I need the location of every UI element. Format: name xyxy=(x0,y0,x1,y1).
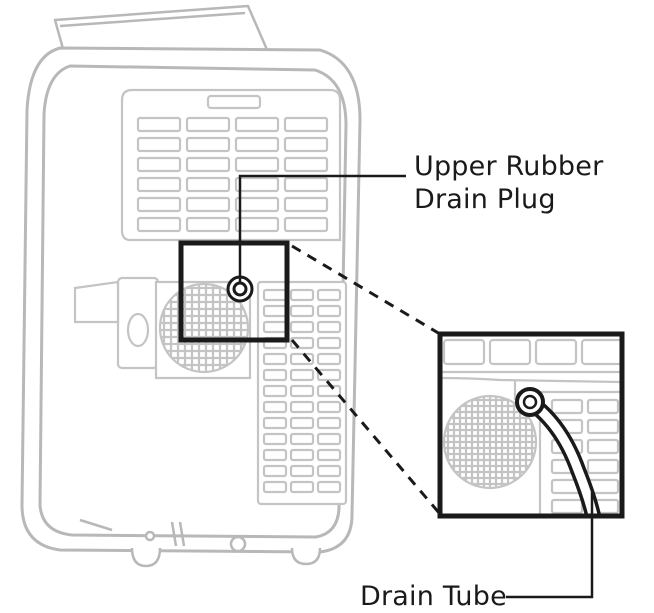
lower-grille xyxy=(256,280,348,506)
zoom-detail-panel xyxy=(437,331,625,519)
base-and-wheels xyxy=(79,518,322,568)
upper-rubber-drain-plug-label: Upper Rubber Drain Plug xyxy=(414,150,603,216)
plug-leader-line xyxy=(238,174,406,282)
plug-label-line-1: Upper Rubber xyxy=(414,151,604,182)
tube-leader-line xyxy=(506,492,594,599)
callout-highlight-box xyxy=(178,240,290,343)
drain-tube-label: Drain Tube xyxy=(360,581,507,612)
zoom-connector-lines xyxy=(290,244,442,515)
drain-plug-on-unit xyxy=(226,275,254,303)
upper-grille xyxy=(120,88,342,242)
plug-label-line-2: Drain Plug xyxy=(414,184,556,215)
drain-tube-detail xyxy=(515,387,602,516)
